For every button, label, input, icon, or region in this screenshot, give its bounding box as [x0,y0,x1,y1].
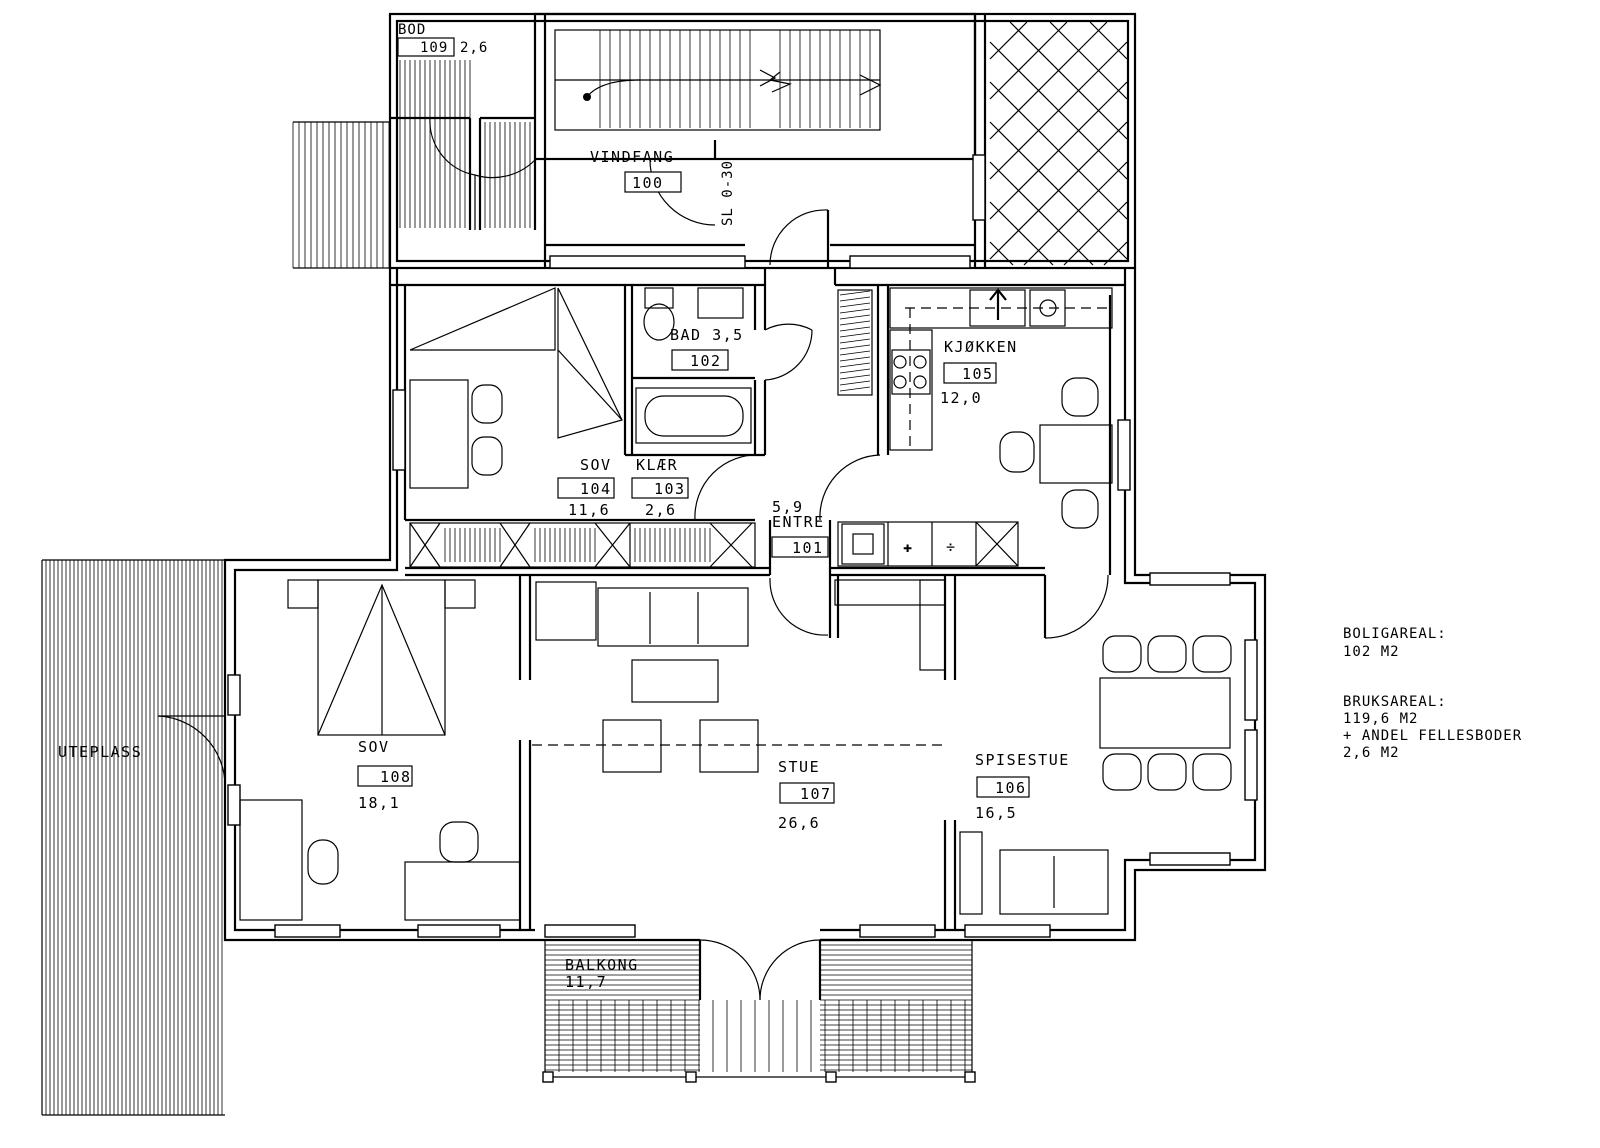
room-number-kjokken: 105 [962,365,994,383]
room-name-entre: ENTRE [772,513,825,531]
room-area-stue: 26,6 [778,814,820,832]
crosshatch-area [989,21,1128,266]
fellesboder-value: 2,6 M2 [1343,745,1400,761]
room-number-sov-large: 108 [380,768,412,786]
fellesboder-label: + ANDEL FELLESBODER [1343,728,1522,744]
outdoor-name-balkong: BALKONG [565,956,639,974]
room-labels: VINDFANG 100 SL 0-30 BOD 109 2,6 BAD 3,5… [58,22,1070,991]
room-area-kjokken: 12,0 [940,389,982,407]
room-number-sov-small: 104 [580,480,612,498]
bruksareal-value: 119,6 M2 [1343,711,1418,727]
room-name-spisestue: SPISESTUE [975,751,1070,769]
staircase [554,29,882,131]
room-area-sov-small: 11,6 [568,501,610,519]
room-area-sov-large: 18,1 [358,794,400,812]
room-name-klaer: KLÆR [636,456,678,474]
room-name-stue: STUE [778,758,820,776]
outdoor-area-balkong: 11,7 [565,973,607,991]
room-number-stue: 107 [800,785,832,803]
room-area-spisestue: 16,5 [975,804,1017,822]
bruksareal-label: BRUKSAREAL: [1343,694,1447,710]
balcony-stripes [544,940,973,1078]
area-summary: BOLIGAREAL: 102 M2 BRUKSAREAL: 119,6 M2 … [1343,626,1522,761]
room-name-bad: BAD 3,5 [670,326,744,344]
svg-text:÷: ÷ [946,538,957,556]
room-name-kjokken: KJØKKEN [944,338,1018,356]
outdoor-name-uteplass: UTEPLASS [58,743,142,761]
boligareal-value: 102 M2 [1343,644,1400,660]
room-number-vindfang: 100 [632,174,664,192]
room-name-sov-large: SOV [358,738,390,756]
entry-steps-stripes [292,121,390,269]
boligareal-label: BOLIGAREAL: [1343,626,1447,642]
windows [227,154,1258,938]
room-area-klaer: 2,6 [645,501,677,519]
room-number-bad: 102 [690,352,722,370]
room-name-sov-small: SOV [580,456,612,474]
room-area-entre: 5,9 [772,498,804,516]
door-swings [157,117,1109,1001]
svg-text:✚: ✚ [903,538,914,556]
storage-stripes [399,60,531,228]
room-name-vindfang: VINDFANG [590,148,674,166]
room-name-bod: BOD [398,22,426,38]
room-number-entre: 101 [792,539,824,557]
furniture: ✚ ÷ [239,287,1232,1083]
room-area-bod: 2,6 [460,40,488,56]
interior-walls [390,12,1125,930]
room-number-bod: 109 [420,40,448,56]
stair-note: SL 0-30 [720,160,736,226]
room-number-klaer: 103 [654,480,686,498]
terrace-left-stripes [41,559,225,1116]
room-number-spisestue: 106 [995,779,1027,797]
